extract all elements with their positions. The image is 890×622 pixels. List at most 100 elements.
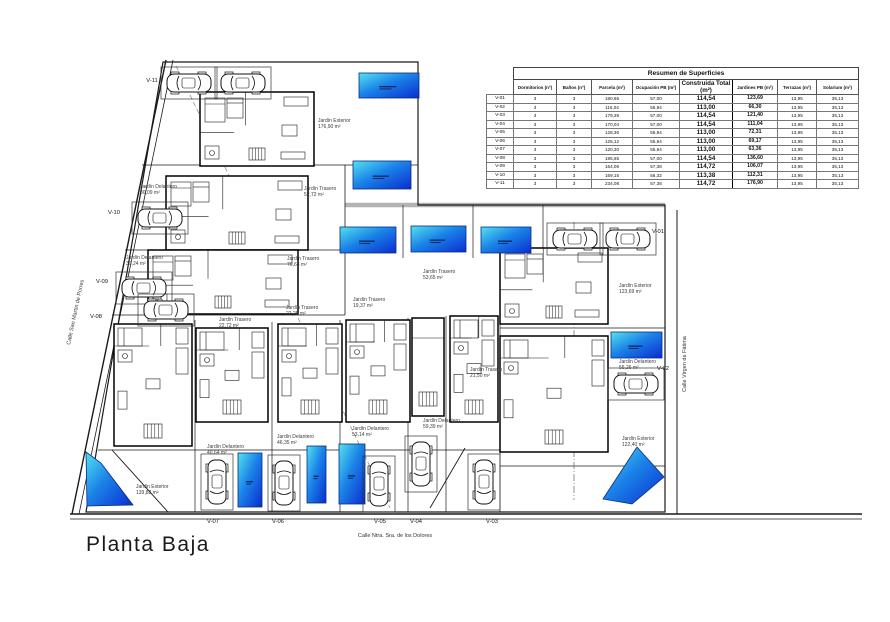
car-icon [205, 459, 229, 505]
row-label: V-06 [486, 136, 514, 147]
table-cell: 35,13 [815, 111, 860, 121]
table-cell: 3 [513, 94, 557, 104]
toilet [175, 234, 181, 240]
pool-text-mark [628, 345, 643, 347]
table-cell: 55,94 [632, 136, 680, 147]
house-V-11 [199, 91, 315, 167]
bathroom [503, 361, 519, 375]
table-cell: 35,13 [815, 145, 860, 155]
sofa [349, 375, 360, 395]
bed [117, 327, 143, 347]
table-cell: 164,06 [591, 162, 633, 172]
house-V-05 [345, 319, 411, 423]
table-cell: 3 [513, 119, 557, 130]
wardrobe [325, 327, 339, 345]
toilet [204, 357, 210, 363]
column-header: Dormitorios (nº) [513, 78, 557, 96]
table-cell: 35,13 [815, 128, 860, 138]
car-icon [121, 276, 167, 300]
bed [453, 319, 479, 339]
table-cell: 13,95 [777, 119, 817, 130]
row-label: V-07 [486, 145, 514, 155]
pool-text-mark [429, 239, 446, 241]
bed [281, 327, 307, 347]
stairs [248, 147, 266, 161]
kitchen-counter [277, 180, 303, 191]
table-cell: 57,38 [632, 179, 680, 189]
table-cell: 123,69 [732, 94, 778, 104]
table-cell: 57,00 [632, 119, 680, 130]
table-cell: 3 [513, 145, 557, 155]
table-cell: 3 [513, 102, 557, 113]
kitchen-counter [325, 347, 339, 375]
row-label: V-10 [486, 170, 514, 181]
table-cell: 169,15 [591, 170, 633, 181]
sofa [280, 151, 306, 160]
unit-label: V-11 [146, 78, 158, 84]
parking-bay [115, 271, 173, 305]
column-header: Ocupación PB (m²) [632, 78, 680, 96]
unit-label: V-08 [90, 314, 102, 320]
stairs [464, 399, 484, 415]
table-cell: 3 [556, 119, 592, 130]
table-cell: 114,54 [679, 119, 733, 130]
unit-label: V-02 [657, 366, 669, 372]
table-cell: 170,04 [591, 119, 633, 130]
column-header: Terrazas (m²) [777, 78, 817, 96]
table-cell: 3 [556, 128, 592, 138]
table-cell: 35,13 [815, 102, 860, 113]
pool [610, 331, 663, 359]
unit-label: V-07 [207, 519, 219, 525]
pool [339, 226, 397, 254]
unit-label: V-04 [410, 519, 423, 525]
table-cell: 176,90 [732, 179, 778, 189]
table-cell: 35,13 [815, 179, 860, 189]
bed [349, 323, 375, 343]
row-label: V-02 [486, 102, 514, 113]
table-cell: 55,94 [632, 145, 680, 155]
wardrobe [591, 339, 605, 357]
sofa [117, 390, 128, 410]
table-cell: 179,39 [591, 111, 633, 121]
stairs [143, 423, 163, 439]
table-cell: 3 [556, 136, 592, 147]
car-icon [605, 227, 651, 251]
pool-text-mark [359, 240, 375, 242]
house-V-01 [499, 247, 609, 325]
dining-table [302, 367, 318, 379]
toilet [286, 353, 292, 359]
parking-bay [200, 453, 234, 511]
dining-table [145, 378, 161, 390]
house-V-03 [449, 315, 499, 423]
unit-label: V-01 [652, 229, 664, 235]
toilet [122, 353, 128, 359]
pool-text-mark [379, 86, 397, 88]
unit-label: V-06 [272, 519, 284, 525]
row-label: V-08 [486, 153, 514, 164]
stairs [214, 295, 232, 309]
table-cell: 13,95 [777, 102, 817, 113]
table-cell: 113,00 [679, 128, 733, 138]
bathroom [117, 349, 133, 363]
table-cell: 120,30 [591, 145, 633, 155]
table-cell: 3 [556, 179, 592, 189]
pool-text-mark [347, 475, 356, 477]
table-cell: 3 [556, 170, 592, 181]
street-label-right: Calle Virgen de Fátima [682, 335, 688, 392]
parking-bay [599, 222, 657, 256]
dining-table [275, 208, 292, 221]
